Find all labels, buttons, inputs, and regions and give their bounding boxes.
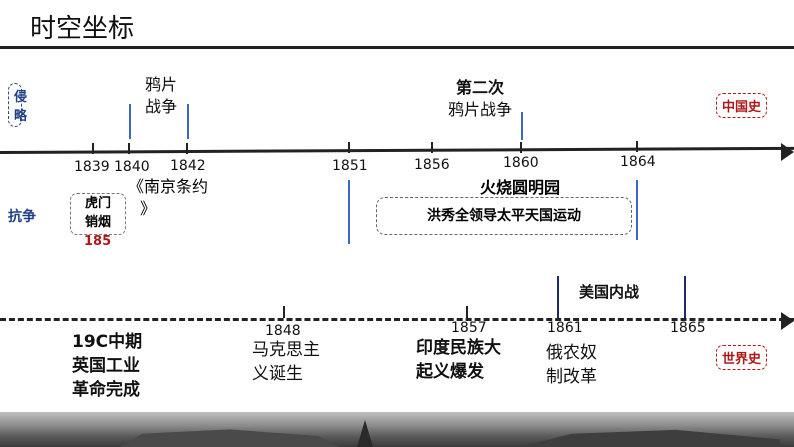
marxism-event: 马克思主 义诞生	[252, 338, 320, 386]
page-title: 时空坐标	[30, 14, 135, 44]
industrial-line2: 英国工业	[72, 356, 140, 376]
yuanmingyuan-event: 火烧圆明园	[480, 178, 561, 197]
year-1860: 1860	[503, 155, 539, 171]
india-line1: 印度民族大	[416, 338, 501, 358]
russia-reform-event: 俄农奴 制改革	[546, 341, 597, 389]
india-line2: 起义爆发	[416, 362, 484, 382]
tick-1839	[92, 143, 94, 154]
humen-line2: 销烟	[84, 215, 111, 230]
taiping-start-line	[348, 180, 350, 244]
humen-line1: 虎门	[84, 196, 111, 211]
tick-1857	[466, 306, 468, 318]
nanjing-treaty-line2: 》	[140, 199, 157, 218]
china-timeline-axis	[0, 146, 794, 154]
year-1839: 1839	[74, 159, 110, 175]
us-civil-war-end-line	[684, 276, 686, 318]
opium-war-event: 鸦片 战争	[138, 74, 184, 118]
year-1848: 1848	[265, 323, 301, 339]
tick-1856	[431, 142, 433, 153]
world-timeline-arrow-icon	[781, 312, 794, 330]
year-1861: 1861	[547, 320, 583, 336]
nanjing-treaty-line1: 《南京条约	[128, 177, 209, 196]
photo-shape	[520, 429, 780, 447]
humen-event-box: 虎门 销烟	[70, 193, 126, 235]
invasion-label: 侵略	[8, 83, 27, 127]
russia-line1: 俄农奴	[546, 343, 597, 363]
tick-1848	[283, 306, 285, 318]
tick-1842	[186, 143, 188, 154]
tick-1864	[636, 141, 638, 152]
opium-war-end-line	[187, 104, 189, 139]
industrial-line1: 19C中期	[72, 332, 143, 352]
opium-war-line1: 鸦片	[144, 75, 177, 94]
india-uprising-event: 印度民族大 起义爆发	[416, 336, 501, 384]
second-opium-war-event: 第二次 鸦片战争	[430, 77, 530, 121]
resistance-label: 抗争	[8, 209, 36, 225]
opium-war-start-line	[129, 104, 131, 139]
year-1864: 1864	[620, 154, 656, 170]
year-1851: 1851	[332, 158, 368, 174]
world-history-label: 世界史	[716, 345, 768, 370]
china-history-label: 中国史	[716, 93, 768, 118]
marxism-line2: 义诞生	[252, 364, 303, 384]
world-timeline-axis	[0, 318, 794, 321]
taiping-event-box: 洪秀全领导太平天国运动	[376, 197, 632, 235]
year-1865: 1865	[670, 320, 706, 336]
marxism-line1: 马克思主	[252, 340, 320, 360]
title-divider	[0, 46, 794, 49]
taiping-event-label: 洪秀全领导太平天国运动	[427, 208, 581, 224]
taiping-end-line	[636, 180, 638, 240]
tick-1840	[128, 143, 130, 154]
year-1840: 1840	[114, 159, 150, 175]
year-1842: 1842	[170, 158, 206, 174]
tick-1851	[348, 142, 350, 153]
us-civil-war-event: 美国内战	[579, 283, 640, 301]
year-1857: 1857	[451, 320, 487, 336]
second-opium-war-line2: 鸦片战争	[447, 100, 512, 119]
us-civil-war-start-line	[557, 276, 559, 318]
russia-line2: 制改革	[546, 367, 597, 387]
tick-1860	[520, 142, 522, 153]
industrial-line3: 革命完成	[72, 380, 140, 400]
industrial-revolution-event: 19C中期 英国工业 革命完成	[72, 330, 142, 402]
second-opium-war-line	[521, 112, 523, 140]
humen-year: 185	[84, 234, 112, 249]
china-timeline-arrow-icon	[781, 143, 794, 161]
nanjing-treaty-event: 《南京条约 》	[128, 176, 208, 220]
opium-war-line2: 战争	[144, 97, 177, 116]
year-1856: 1856	[414, 157, 450, 173]
second-opium-war-line1: 第二次	[455, 78, 504, 97]
photo-shape	[120, 429, 340, 447]
